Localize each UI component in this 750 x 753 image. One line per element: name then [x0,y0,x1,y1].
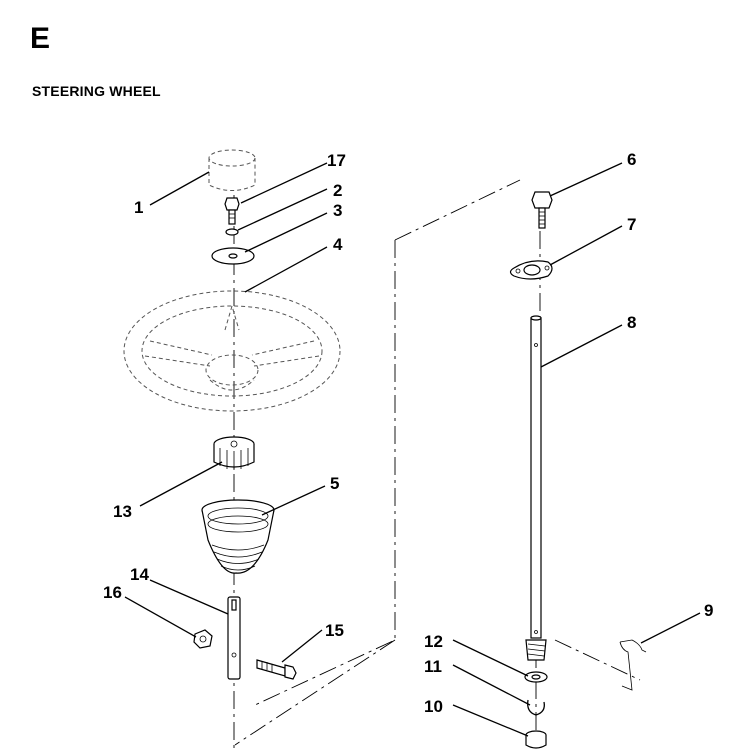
lock-washer [225,228,239,236]
callout-10: 10 [424,697,443,716]
callout-1: 1 [134,198,143,217]
frame-outline-top [394,179,521,241]
callout-9: 9 [704,601,713,620]
diagram-title: STEERING WHEEL [32,83,161,99]
steering-wheel [123,290,341,412]
steering-bellows [201,499,275,574]
leader-lines [124,162,701,737]
callout-3: 3 [333,201,342,220]
bracket [619,639,647,691]
upper-steering-shaft [227,596,241,680]
callout-15: 15 [325,621,344,640]
frame-outline-left [254,240,396,706]
callout-17: 17 [327,151,346,170]
section-letter: E [30,22,51,55]
callout-14: 14 [130,565,149,584]
frame-outline-lower [234,639,396,746]
callout-12: 12 [424,632,443,651]
cap-bolt [224,197,240,225]
splined-adapter [213,436,255,470]
callout-4: 4 [333,235,343,254]
callout-8: 8 [627,313,636,332]
callout-11: 11 [424,657,442,676]
lower-steering-shaft [530,315,542,639]
callout-7: 7 [627,215,636,234]
frame-outline-right [554,639,641,681]
callout-5: 5 [330,474,339,493]
flange-bearing [509,260,553,280]
flat-washer [211,247,255,265]
retaining-ring [527,699,545,716]
steering-wheel-cap [208,149,256,191]
shaft-bolt [256,659,297,680]
shaft-top-bolt [531,191,553,229]
callout-16: 16 [103,583,122,602]
pinion-gear [525,639,547,661]
callout-6: 6 [627,150,636,169]
bushing [525,730,547,749]
hex-nut [193,629,213,649]
shaft-washer [524,671,548,683]
callout-13: 13 [113,502,132,521]
callout-2: 2 [333,181,342,200]
